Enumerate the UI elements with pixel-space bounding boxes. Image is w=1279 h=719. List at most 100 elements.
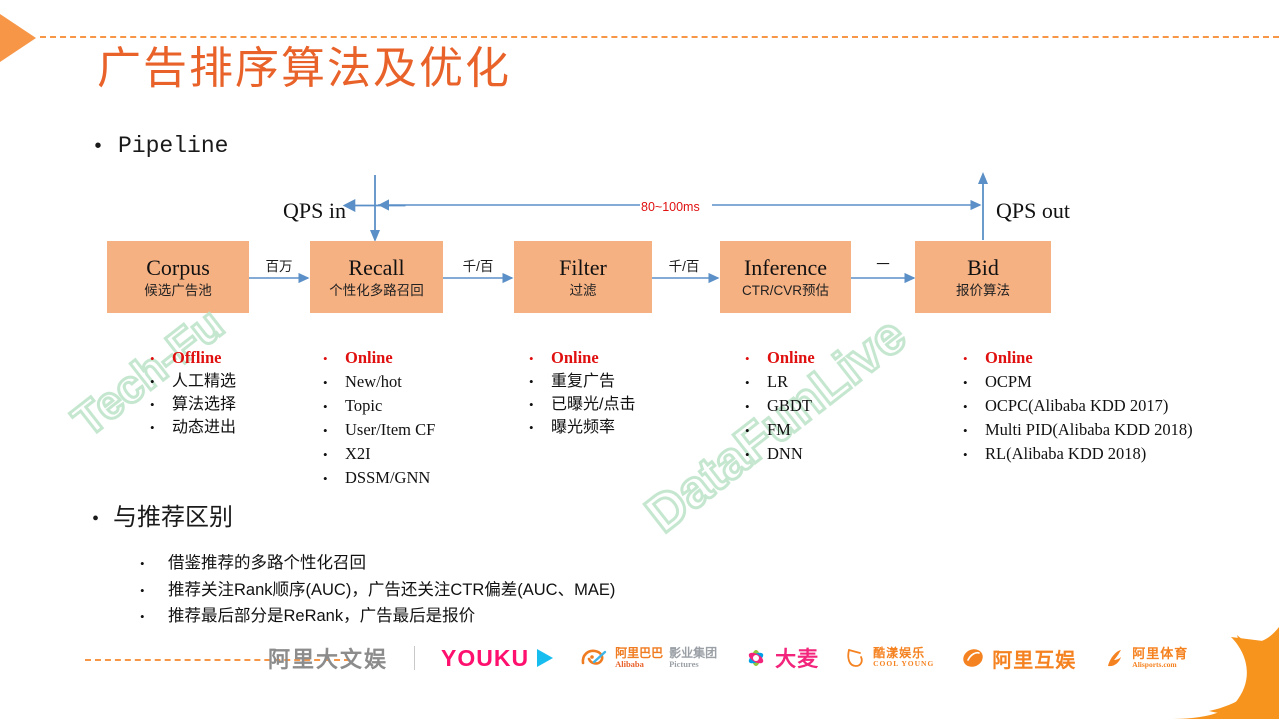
- logo-alibaba-pictures-en: Alibaba: [615, 658, 644, 669]
- list-item: •借鉴推荐的多路个性化召回: [140, 550, 615, 577]
- list-item-head: • Online: [963, 346, 1193, 370]
- footer-dashed-rule: [85, 659, 350, 661]
- logo-ali-huyu-label: 阿里互娱: [992, 649, 1077, 672]
- flow-label-recall-filter: 千/百: [462, 259, 494, 274]
- section-heading-pipeline: • Pipeline: [92, 133, 228, 159]
- bullet-dot-icon: •: [963, 351, 968, 366]
- bullet-dot-icon: •: [92, 508, 100, 530]
- flow-label-filter-inference: 千/百: [668, 259, 700, 274]
- list-item: •GBDT: [745, 394, 815, 418]
- pipeline-box-inference[interactable]: Inference CTR/CVR预估: [720, 241, 851, 313]
- pipeline-box-bid-subtitle: 报价算法: [956, 283, 1010, 299]
- bullet-dot-icon: •: [323, 398, 328, 414]
- column-bid-details: • Online •OCPM •OCPC(Alibaba KDD 2017) •…: [963, 346, 1193, 466]
- pipeline-box-recall[interactable]: Recall 个性化多路召回: [310, 241, 443, 313]
- logo-cool-young-cn: 酷漾娱乐: [873, 646, 926, 661]
- list-item: •已曝光/点击: [529, 393, 635, 416]
- pipeline-box-filter[interactable]: Filter 过滤: [514, 241, 652, 313]
- flow-label-inference-bid: 一: [876, 257, 890, 272]
- list-item: • DNN: [745, 442, 815, 466]
- logo-alisports-cn: 阿里体育: [1132, 646, 1189, 662]
- bullet-dot-icon: •: [323, 374, 328, 390]
- bullet-dot-icon: •: [150, 373, 155, 389]
- logo-youku-label: YOUKU: [441, 644, 530, 671]
- section-heading-difference-label: 与推荐区别: [113, 504, 234, 531]
- bullet-dot-icon: •: [745, 398, 750, 414]
- pipeline-box-filter-title: Filter: [559, 255, 607, 281]
- column-recall-details: • Online • New/hot • Topic •User/Item CF •…: [323, 346, 435, 490]
- pipeline-box-corpus-subtitle: 候选广告池: [144, 283, 212, 299]
- list-item-label: DSSM/GNN: [345, 467, 431, 487]
- logo-youku: YOUKU: [441, 644, 554, 672]
- flow-label-corpus-recall: 百万: [265, 259, 293, 274]
- pipeline-box-inference-subtitle: CTR/CVR预估: [742, 283, 829, 299]
- damai-flower-icon: [748, 650, 764, 666]
- pipeline-box-corpus-title: Corpus: [146, 255, 210, 281]
- footer-divider: [414, 646, 416, 670]
- list-item: •推荐最后部分是ReRank，广告最后是报价: [140, 603, 615, 630]
- list-item: •重复广告: [529, 370, 635, 393]
- bullet-dot-icon: •: [963, 398, 968, 414]
- column-corpus-details: • Offline • 人工精选 • 算法选择 •动态进出: [150, 346, 236, 439]
- bullet-dot-icon: •: [529, 397, 534, 413]
- list-item-label: Topic: [345, 395, 383, 415]
- bullet-dot-icon: •: [529, 351, 534, 366]
- logo-damai: 大麦: [743, 643, 819, 673]
- list-item-label: 重复广告: [551, 372, 616, 390]
- list-item: •OCPC(Alibaba KDD 2017): [963, 394, 1193, 418]
- logo-alibaba-pictures-cn: 阿里巴巴: [615, 646, 664, 661]
- list-item-head: • Online: [529, 346, 635, 370]
- youku-play-arrow-icon: [537, 649, 554, 667]
- list-item: •动态进出: [150, 416, 236, 439]
- bullet-dot-icon: •: [745, 446, 750, 462]
- bullet-dot-icon: •: [745, 374, 750, 390]
- list-item-label: 人工精选: [172, 372, 237, 390]
- logo-alisports-en: Alisports.com: [1132, 659, 1177, 669]
- pipeline-box-recall-subtitle: 个性化多路召回: [329, 283, 424, 299]
- list-item: • 算法选择: [150, 393, 236, 416]
- qps-out-label: QPS out: [996, 198, 1070, 223]
- list-item: • 人工精选: [150, 370, 236, 393]
- bullet-dot-icon: •: [150, 351, 155, 366]
- logo-alibaba-pictures-en2: Pictures: [669, 658, 699, 669]
- list-item-label: DNN: [767, 443, 803, 463]
- column-head-label: Online: [345, 348, 393, 367]
- bullet-dot-icon: •: [323, 351, 328, 366]
- list-item: • DSSM/GNN: [323, 466, 435, 490]
- list-item-label: New/hot: [345, 371, 402, 391]
- section-heading-difference: • 与推荐区别: [92, 497, 233, 532]
- list-item: •RL(Alibaba KDD 2018): [963, 442, 1193, 466]
- pipeline-box-corpus[interactable]: Corpus 候选广告池: [107, 241, 249, 313]
- bullet-dot-icon: •: [140, 556, 145, 571]
- list-item-head: • Online: [745, 346, 815, 370]
- list-item: •LR: [745, 370, 815, 394]
- list-item: •曝光频率: [529, 416, 635, 439]
- pipeline-box-inference-title: Inference: [743, 255, 828, 281]
- pipeline-box-bid-title: Bid: [967, 255, 999, 281]
- column-filter-details: • Online •重复广告 •已曝光/点击 •曝光频率: [529, 346, 635, 439]
- bullet-dot-icon: •: [140, 609, 145, 625]
- list-item-label: 算法选择: [172, 396, 237, 414]
- list-item-head: • Online: [323, 346, 435, 370]
- logo-ali-dawenyu: 阿里大文娱: [268, 642, 388, 674]
- column-head-label: Offline: [172, 348, 222, 367]
- column-head-label: Online: [985, 348, 1033, 367]
- column-head-label: Online: [767, 348, 815, 367]
- list-item: •User/Item CF: [323, 418, 435, 442]
- list-item-label: 曝光频率: [551, 419, 616, 437]
- list-item-label: 推荐关注Rank顺序(AUC)，广告还关注CTR偏差(AUC、MAE): [168, 580, 616, 599]
- bullet-dot-icon: •: [323, 470, 328, 486]
- pipeline-box-bid[interactable]: Bid 报价算法: [915, 241, 1051, 313]
- bullet-dot-icon: •: [150, 397, 155, 413]
- ali-huyu-mark-icon: [963, 649, 984, 667]
- logo-ali-huyu: 阿里互娱: [960, 644, 1076, 673]
- column-head-label: Online: [551, 348, 599, 367]
- cool-young-mark-icon: [847, 649, 863, 667]
- qps-in-label: QPS in: [283, 198, 346, 223]
- list-item: •OCPM: [963, 370, 1193, 394]
- bullet-dot-icon: •: [323, 422, 328, 438]
- footer-logo-bar: 阿里大文娱 YOUKU 阿里巴巴 Alibaba 影业集团 Pictures: [268, 642, 1188, 674]
- list-item-label: RL(Alibaba KDD 2018): [985, 443, 1147, 463]
- top-dashed-rule: [40, 36, 1279, 38]
